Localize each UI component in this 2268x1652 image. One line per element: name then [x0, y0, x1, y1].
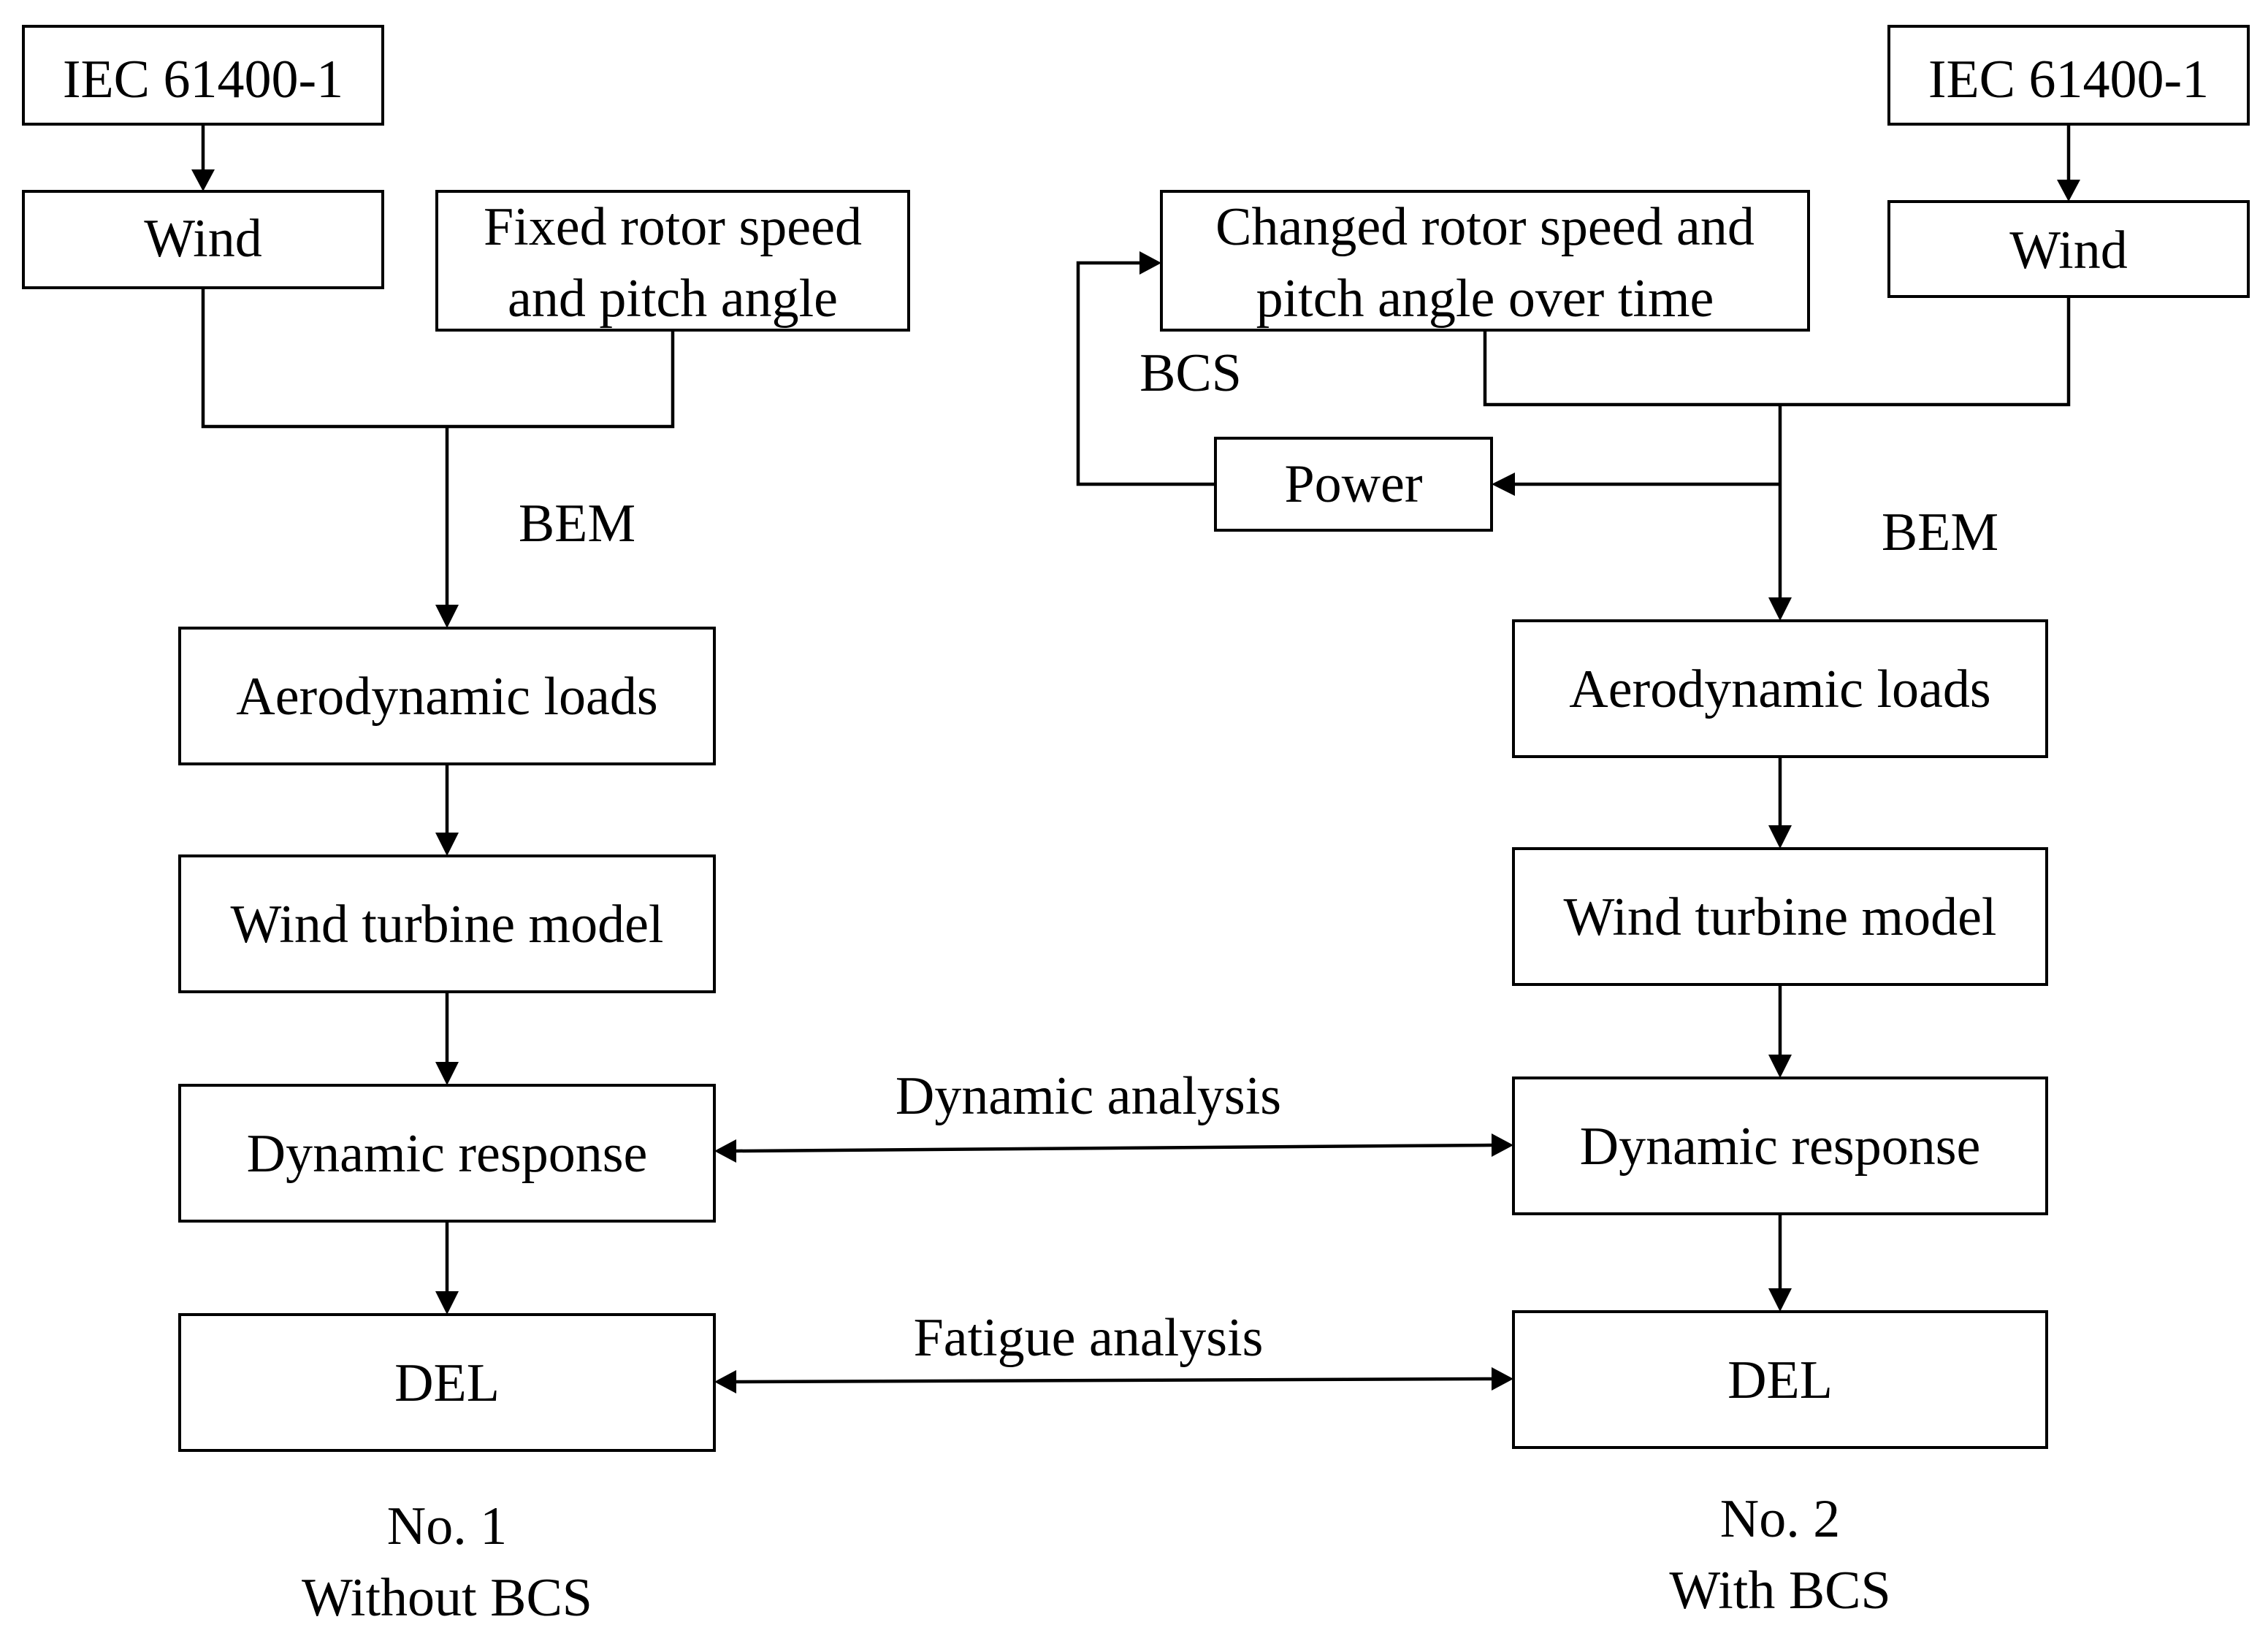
left-arrowhead-iec-wind	[191, 169, 215, 191]
left-arrowhead-model-response	[435, 1062, 459, 1085]
left-arrowhead-response-del	[435, 1291, 459, 1315]
right-arrowhead-iec-wind	[2057, 180, 2080, 202]
left-connectors	[191, 124, 675, 1315]
right-iec-label: IEC 61400-1	[1928, 50, 2209, 110]
right-flow: IEC 61400-1 Wind Changed rotor speed and…	[1139, 25, 2250, 1621]
right-arrowhead-power	[1492, 473, 1515, 496]
right-caption-line2: With BCS	[1669, 1561, 1890, 1621]
left-merge-line	[201, 288, 675, 429]
right-arrowhead-model-response	[1768, 1055, 1792, 1078]
right-bcs-label: BCS	[1139, 343, 1242, 403]
left-del-box	[178, 1313, 716, 1452]
left-fixed-box	[435, 190, 910, 332]
dynamic-analysis-arrow	[736, 1143, 1492, 1153]
right-merge-line	[1483, 297, 2071, 407]
right-bem-label: BEM	[1882, 502, 1998, 562]
left-arrowhead-aero-model	[435, 833, 459, 856]
right-arrowhead-bcs	[1139, 251, 1161, 275]
right-arrowhead-aero-model	[1768, 825, 1792, 849]
fatigue-analysis-arrow	[736, 1377, 1492, 1384]
right-caption-line1: No. 2	[1720, 1489, 1840, 1549]
dynamic-analysis-label: Dynamic analysis	[896, 1066, 1281, 1126]
cross-links: Dynamic analysis Fatigue analysis	[714, 1066, 1513, 1393]
left-iec-box	[22, 25, 384, 126]
right-connectors	[1076, 124, 2080, 1312]
right-del-box	[1512, 1310, 2048, 1449]
right-wind-box	[1887, 200, 2250, 298]
right-bcs-feedback-line	[1076, 261, 1215, 486]
right-aero-box	[1512, 619, 2048, 758]
left-fixed-label-line1: Fixed rotor speed	[484, 197, 862, 257]
left-wind-box	[22, 190, 384, 289]
left-arrowhead-bem	[435, 605, 459, 628]
left-response-label: Dynamic response	[247, 1124, 648, 1184]
left-bem-label: BEM	[519, 494, 635, 554]
right-changed-label-line1: Changed rotor speed and	[1215, 197, 1755, 257]
left-caption-line1: No. 1	[387, 1496, 507, 1556]
dynamic-arrowhead-right	[1492, 1133, 1513, 1157]
left-flow: IEC 61400-1 Wind Fixed rotor speed and p…	[22, 25, 910, 1628]
dynamic-arrowhead-left	[714, 1139, 736, 1163]
left-model-label: Wind turbine model	[230, 895, 663, 955]
right-changed-label-line2: pitch angle over time	[1256, 269, 1714, 329]
fatigue-analysis-label: Fatigue analysis	[914, 1308, 1264, 1368]
left-aero-box	[178, 627, 716, 765]
right-arrowhead-bem	[1768, 597, 1792, 621]
fatigue-arrowhead-right	[1492, 1367, 1513, 1391]
left-fixed-label-line2: and pitch angle	[508, 269, 838, 329]
left-iec-label: IEC 61400-1	[63, 50, 343, 110]
left-caption-line2: Without BCS	[302, 1568, 592, 1628]
right-arrowhead-response-del	[1768, 1288, 1792, 1312]
left-response-box	[178, 1084, 716, 1223]
right-changed-box	[1160, 190, 1810, 332]
right-response-label: Dynamic response	[1580, 1117, 1981, 1177]
right-wind-label: Wind	[2009, 221, 2127, 280]
left-aero-label: Aerodynamic loads	[236, 667, 657, 727]
left-del-label: DEL	[394, 1353, 500, 1413]
fatigue-arrowhead-left	[714, 1370, 736, 1393]
left-wind-label: Wind	[144, 209, 261, 269]
right-model-box	[1512, 847, 2048, 986]
right-iec-box	[1887, 25, 2250, 126]
left-model-box	[178, 854, 716, 993]
right-power-label: Power	[1284, 454, 1422, 514]
right-del-label: DEL	[1727, 1350, 1833, 1410]
right-aero-label: Aerodynamic loads	[1569, 659, 1990, 719]
right-model-label: Wind turbine model	[1563, 887, 1996, 947]
